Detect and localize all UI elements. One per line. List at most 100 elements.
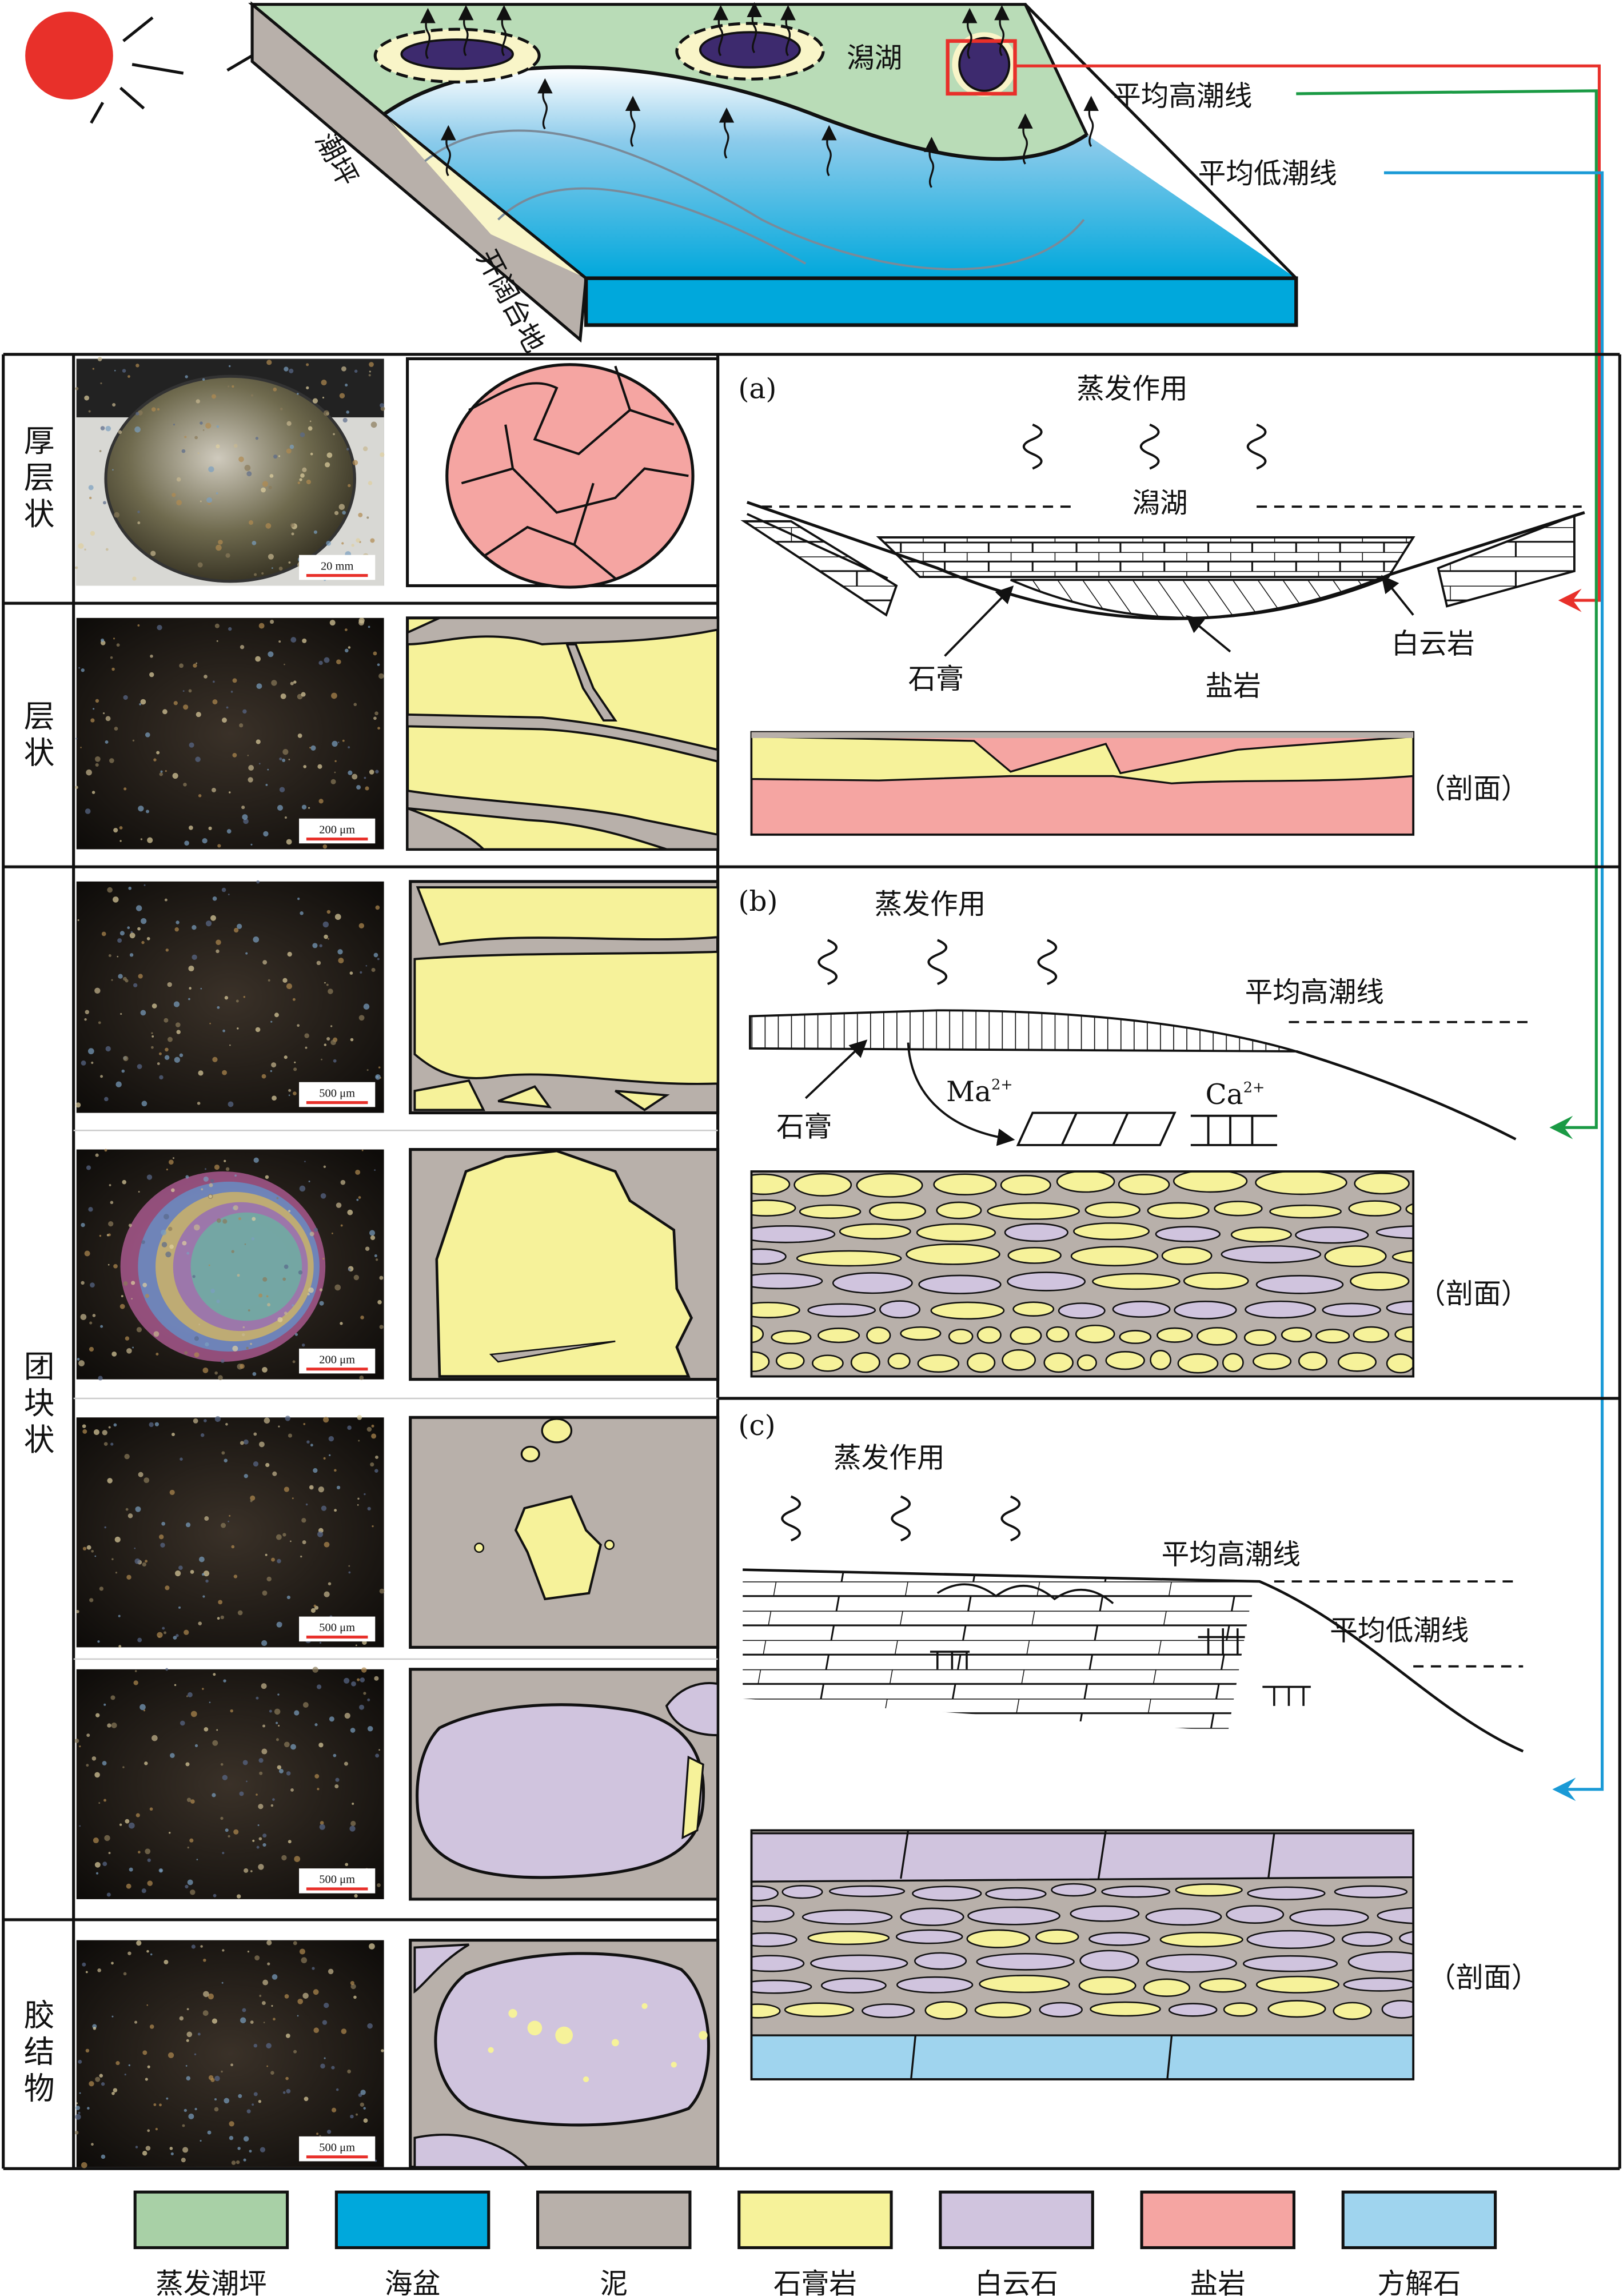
grain [1281, 1327, 1313, 1342]
grain [966, 1929, 1031, 1948]
legend: 蒸发潮坪海盆泥石膏岩白云石盐岩方解石 [133, 2190, 1497, 2296]
grain [1230, 1226, 1292, 1243]
grain [1267, 2000, 1326, 2018]
squiggle-icon [818, 939, 838, 986]
grain [1007, 1246, 1062, 1264]
legend-swatch [536, 2190, 692, 2250]
grain [1324, 1245, 1387, 1267]
evaporation-arrow-icon [458, 5, 474, 57]
grain [967, 1352, 996, 1373]
grain [1322, 1302, 1381, 1317]
evaporation-arrow-icon [747, 2, 762, 54]
grain [1255, 1975, 1339, 1994]
scale-bar-label: 200 μm [319, 823, 355, 836]
grain [1112, 1301, 1171, 1318]
grain [751, 1199, 796, 1217]
grain [751, 1932, 797, 1947]
grain [807, 1930, 890, 1946]
panel-a-gypsum: 石膏 [908, 663, 964, 695]
grain [979, 1975, 1070, 1994]
grain [828, 1885, 906, 1898]
grain [1381, 1999, 1414, 2019]
scale-bar-label: 20 mm [321, 560, 354, 572]
grain [810, 1954, 908, 1972]
grain [1002, 1349, 1036, 1371]
grain [793, 1173, 852, 1197]
lagoon-label: 潟湖 [847, 42, 902, 74]
scale-bar: 200 μm [299, 818, 376, 844]
grain [1039, 2002, 1083, 2018]
legend-label: 方解石 [1377, 2268, 1461, 2296]
grain [1076, 1354, 1097, 1372]
sketch-nodular-3 [409, 1416, 720, 1649]
grain [1105, 1351, 1145, 1370]
evaporation-squiggle-icons [781, 1495, 1021, 1542]
grain [912, 1886, 982, 1902]
grain [924, 2001, 968, 2020]
grain [751, 1979, 812, 1994]
sketch-nodular-4 [409, 1668, 720, 1901]
grain [1295, 1226, 1369, 1244]
grain [1405, 1203, 1414, 1215]
grain [1289, 1908, 1369, 1927]
legend-label: 蒸发潮坪 [155, 2268, 267, 2296]
grain [1377, 1907, 1414, 1924]
grain [1004, 1223, 1068, 1242]
sketch-thick-layered [406, 357, 720, 589]
mean-low-tide-label: 平均低潮线 [1198, 158, 1337, 190]
scale-bar-label: 500 μm [319, 1874, 355, 1886]
legend-swatch [939, 2190, 1094, 2250]
grain [1221, 1245, 1322, 1263]
scale-bar: 500 μm [299, 2136, 376, 2162]
connector-lines [1015, 64, 1604, 1801]
evaporation-arrow-icon [713, 5, 729, 57]
legend-item: 白云石 [939, 2190, 1094, 2296]
grain [1157, 1327, 1193, 1343]
grain [1315, 1329, 1350, 1344]
grain [936, 1201, 982, 1219]
grain [850, 1352, 880, 1373]
grain [1056, 1171, 1115, 1193]
grain [839, 1223, 911, 1240]
evaporation-arrow-icon [994, 5, 1010, 57]
grain [933, 1173, 997, 1195]
panel-a-section-label: （剖面） [1418, 773, 1529, 805]
sketch-cement [409, 1939, 720, 2169]
evaporation-arrow-icon [496, 5, 512, 57]
grain [1246, 1930, 1335, 1950]
grain [1255, 1275, 1344, 1294]
evaporation-arrow-icon [1018, 113, 1033, 165]
grain [1090, 2001, 1161, 2017]
grain [771, 1330, 812, 1345]
panel-a: (a) 蒸发作用 潟湖 石膏 盐岩 白云岩 （剖面） [738, 373, 1585, 836]
grain [1333, 2002, 1372, 2020]
row-label-thick-layered: 厚层状 [19, 425, 55, 535]
grain [1348, 1200, 1402, 1217]
legend-item: 方解石 [1341, 2190, 1497, 2296]
legend-swatch [737, 2190, 893, 2250]
grain [1347, 1951, 1414, 1973]
legend-label: 盐岩 [1190, 2268, 1246, 2296]
grain [1168, 2003, 1218, 2017]
grain [1058, 1302, 1106, 1320]
scale-bar-label: 200 μm [319, 1354, 355, 1366]
grain [1214, 1201, 1263, 1217]
scale-bar-label: 500 μm [319, 2141, 355, 2154]
grain [1012, 1301, 1055, 1317]
panel-b-tag: (b) [738, 886, 777, 918]
scale-bar: 500 μm [299, 1616, 376, 1642]
photomicrograph: 200 μm [76, 1149, 384, 1381]
grain [866, 1326, 891, 1344]
evaporation-arrow-icon [420, 7, 436, 59]
grain [807, 1303, 876, 1318]
grain [930, 1301, 1005, 1320]
grain [1175, 1883, 1243, 1897]
evaporation-squiggle-icons [1022, 423, 1267, 470]
legend-item: 蒸发潮坪 [133, 2190, 289, 2296]
evaporation-arrow-icon [962, 7, 978, 59]
grain [1174, 1301, 1237, 1320]
panel-a-halite: 盐岩 [1205, 671, 1261, 703]
grain [1350, 1271, 1410, 1291]
grain [1334, 1885, 1408, 1899]
squiggle-icon [1022, 423, 1043, 470]
